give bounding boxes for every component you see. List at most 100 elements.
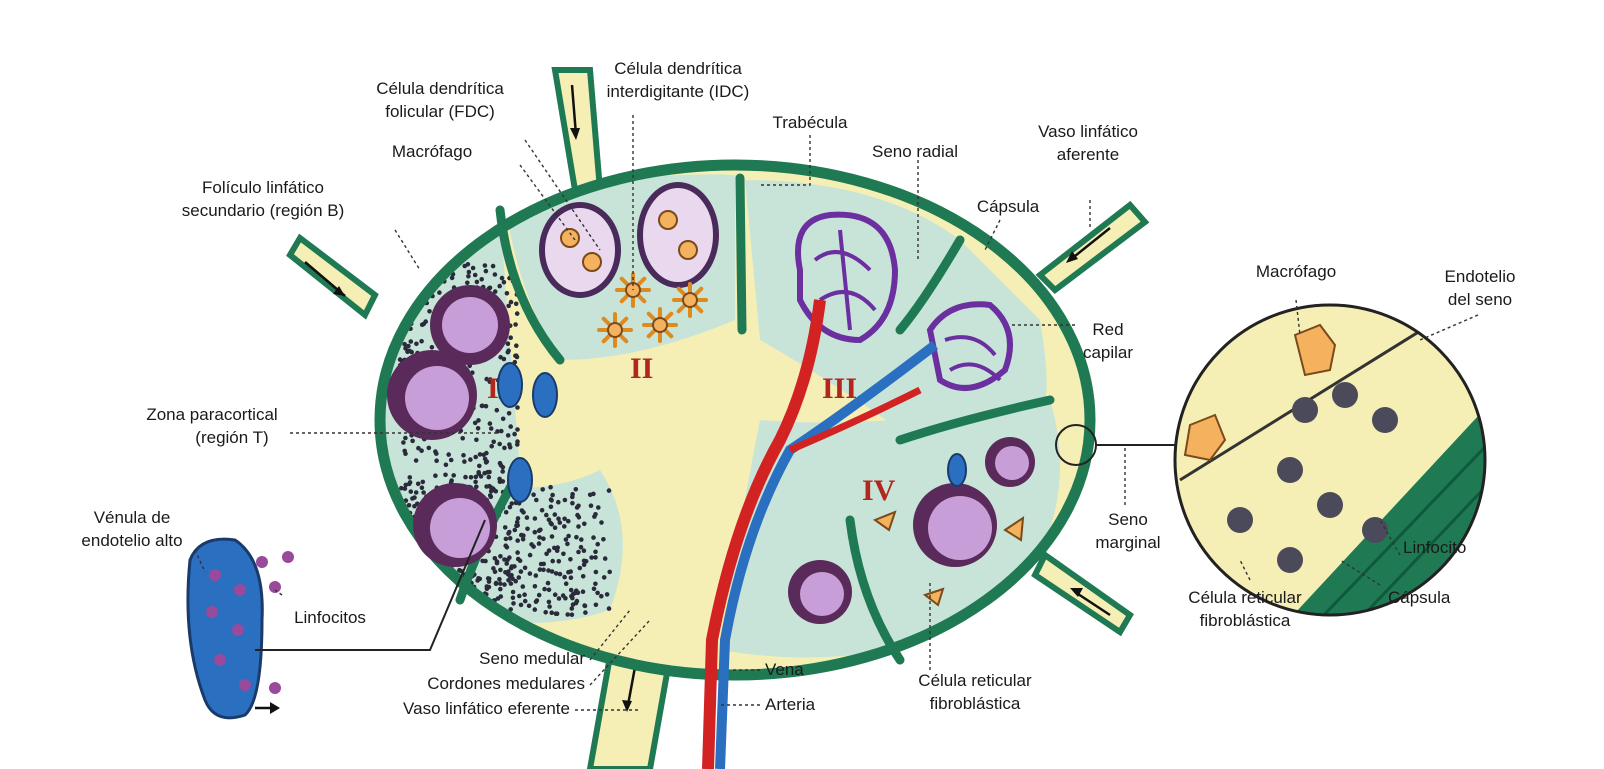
lymphocyte-dot — [570, 595, 575, 601]
lymphocyte-dot — [536, 528, 542, 533]
follicle-label-line2: secundario (región B) — [182, 201, 345, 220]
lymphocyte-dot — [483, 268, 489, 274]
lymphocyte-dot — [537, 535, 542, 540]
lymphocyte-dot — [492, 272, 498, 277]
lymphocyte-dot — [498, 567, 503, 573]
lymphocyte-dot — [468, 457, 473, 462]
lymphocyte-dot — [427, 309, 432, 314]
lymphocyte-dot — [420, 554, 426, 559]
hev-label-line1: Vénula de — [94, 508, 171, 527]
lymphocyte-dot — [545, 580, 551, 586]
lymphocyte-dot — [448, 457, 454, 463]
lymphocyte-dot — [424, 558, 429, 563]
idc-body — [607, 322, 623, 338]
lymphocyte-dot — [582, 603, 587, 608]
lymphocyte-dot — [563, 537, 569, 542]
lymphocyte-dot — [403, 529, 409, 535]
lymphocyte-dot — [510, 589, 516, 595]
lymphocyte-dot — [497, 576, 502, 582]
lymphocyte-dot — [544, 551, 549, 557]
lymphocyte-dot — [522, 598, 528, 604]
lymphocyte-dot — [593, 549, 598, 555]
lymphocyte-dot — [491, 487, 497, 493]
lymphocyte-dot — [526, 603, 532, 609]
idc-star-icon — [672, 282, 708, 318]
lymphocyte-dot — [549, 498, 554, 503]
lymphocyte-dot — [557, 571, 563, 577]
lymphocytes-label: Linfocitos — [294, 608, 366, 627]
lymphocyte-dot — [446, 452, 452, 457]
lymphocyte-dot — [556, 516, 561, 521]
lymphocyte-dot — [397, 357, 403, 362]
fdc-label-line1: Célula dendrítica — [376, 79, 504, 98]
region-label-iv: IV — [862, 474, 896, 507]
lymphocyte-dot — [562, 574, 567, 580]
lymphocyte-dot — [514, 343, 519, 349]
lymphocyte-dot — [458, 607, 464, 613]
lymphocyte-dot — [403, 435, 408, 441]
idc-cells — [597, 272, 708, 348]
lymphocyte-dot — [434, 458, 439, 464]
lymphocyte-dot — [407, 300, 413, 306]
lymphocyte-dot — [519, 508, 525, 513]
lymphocyte-dot — [536, 592, 542, 598]
lymphocyte-dot — [460, 436, 466, 441]
lymphocyte-dot — [406, 576, 412, 581]
idc-label-line1: Célula dendrítica — [614, 59, 742, 78]
lymphocyte-dot — [581, 548, 587, 553]
lymphocyte-dot — [537, 567, 543, 572]
lymphocyte-dot — [568, 557, 573, 562]
follicle — [387, 350, 477, 440]
lymphocyte-dot — [522, 592, 527, 597]
lymphocyte-dot — [504, 561, 510, 566]
idc-star-icon — [615, 272, 651, 308]
capillary-label-line1: Red — [1092, 320, 1123, 339]
lymphocyte-dot — [561, 551, 566, 557]
lymphocyte-dot — [588, 503, 594, 509]
lymphocyte-dot — [524, 515, 530, 520]
lymphocyte-dot — [508, 424, 513, 429]
lymphocyte-dot — [478, 474, 484, 479]
lymphocyte-dot — [416, 445, 421, 451]
trabecula-wall — [735, 173, 747, 335]
lymphocyte-dot — [474, 484, 479, 490]
lymphocyte-dot — [492, 289, 498, 294]
follicle-label-line1: Folículo linfático — [202, 178, 324, 197]
lymphocyte-dot — [606, 488, 612, 493]
lymphocyte-dot — [433, 473, 438, 479]
lymphocyte-dot — [429, 578, 435, 583]
afferent-vessel-lower-right — [1031, 550, 1134, 637]
vein — [715, 341, 939, 769]
lymphocyte-dot — [546, 548, 552, 553]
lymphocyte-dot — [398, 532, 404, 538]
region-label-ii: II — [630, 352, 653, 385]
lymphocyte-dot — [506, 578, 511, 583]
lymphocyte-dot — [578, 544, 584, 550]
lymphocyte-dot — [562, 524, 567, 529]
lymphocyte-dot — [438, 581, 444, 587]
lymphocyte-dot — [402, 486, 408, 491]
lymphocyte-dot — [400, 277, 406, 283]
follicle — [430, 285, 510, 365]
lymphocyte-dot — [485, 576, 491, 581]
lymphocyte-dot — [414, 341, 419, 347]
trabecula-wall — [895, 395, 1055, 445]
lymphocyte-dot — [556, 559, 562, 564]
lymphocyte-dot — [483, 460, 489, 465]
lymphocyte-dot — [511, 601, 516, 606]
lymphocyte-dot — [596, 505, 601, 510]
inset-lymphocyte-label: Linfocito — [1403, 538, 1466, 557]
lymphocyte-dot — [403, 346, 408, 351]
lymphocyte-dot — [591, 535, 596, 540]
lymphocyte-dot — [576, 524, 581, 529]
lymphocyte-dot — [426, 445, 432, 451]
lymphocyte-dot — [515, 405, 520, 410]
lymphocyte-dot — [471, 602, 476, 607]
lymphocyte-dot — [429, 345, 435, 350]
lymphocyte-dot — [473, 479, 478, 485]
lymphocyte-dot — [489, 443, 495, 449]
lymphocyte-dot — [494, 407, 500, 413]
capsule — [374, 159, 1096, 681]
lymphocyte-dot — [401, 532, 406, 537]
lymphocyte-dot — [580, 589, 586, 594]
